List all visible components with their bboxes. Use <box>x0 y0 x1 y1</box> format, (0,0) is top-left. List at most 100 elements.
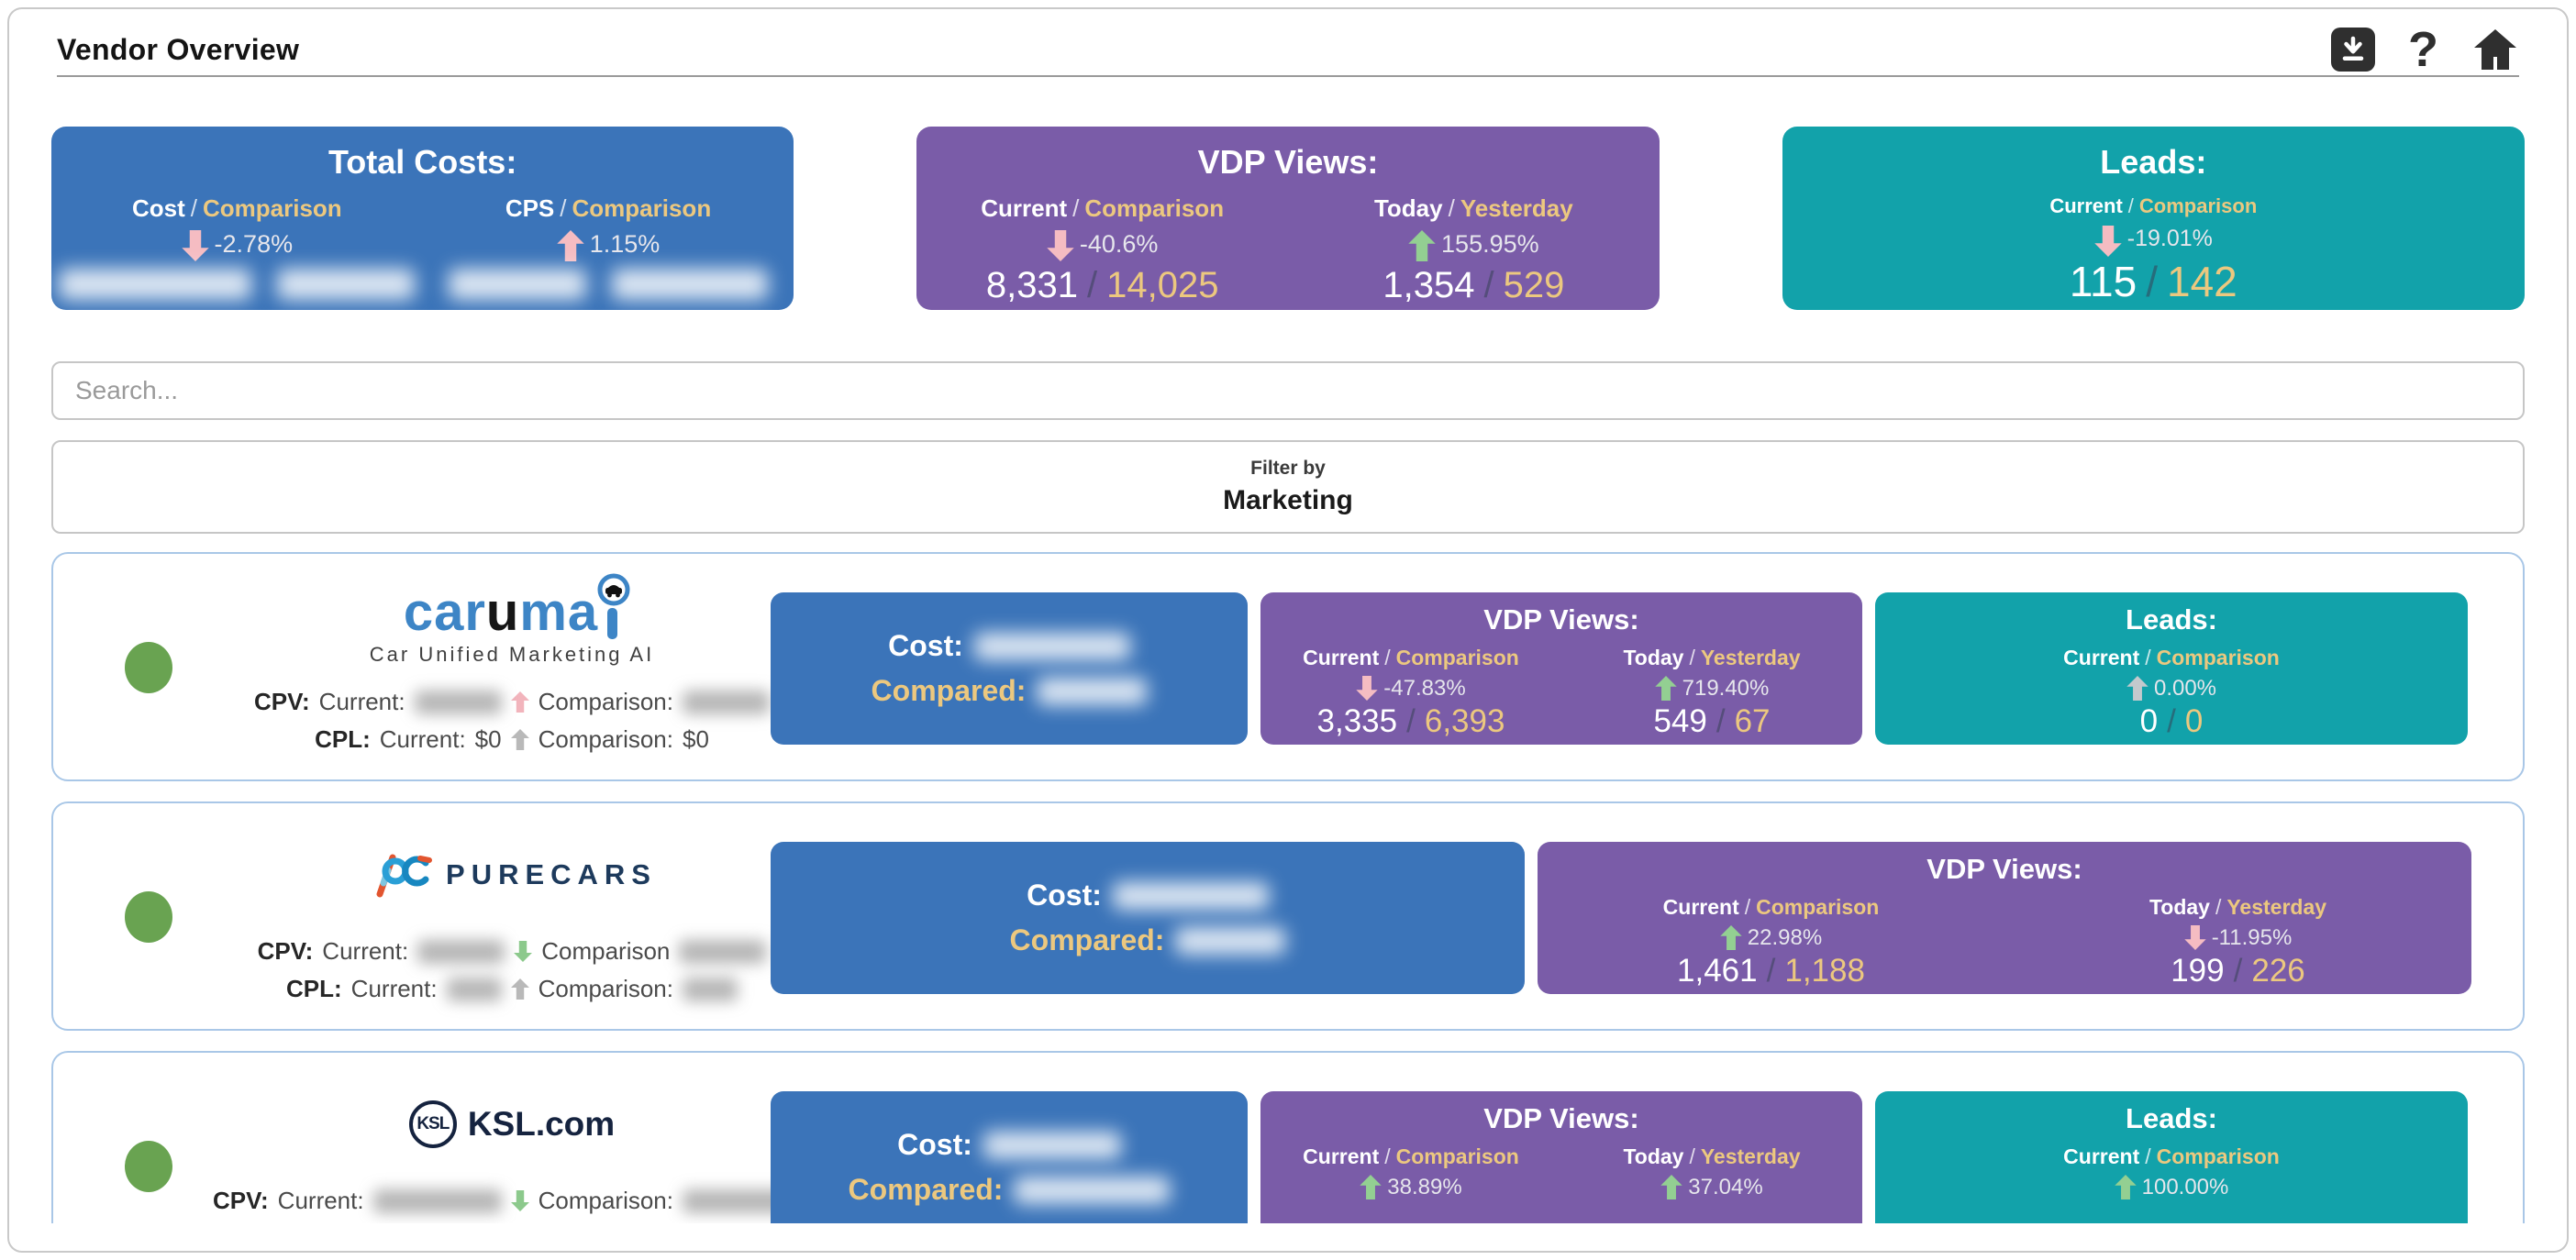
metric-col-cps: CPS/Comparison 1.15% <box>423 194 794 300</box>
summary-cards: Total Costs: Cost/Comparison -2.78% CPS/… <box>51 127 2525 310</box>
search-input[interactable] <box>51 361 2525 420</box>
trend-pct: -11.95% <box>2211 925 2293 950</box>
label-a: Today <box>1623 646 1684 669</box>
trend-pct: 1.15% <box>589 230 661 258</box>
vdp-views-card: VDP Views: Current/Comparison 38.89% Tod… <box>1260 1091 1862 1223</box>
total-costs-card: Total Costs: Cost/Comparison -2.78% CPS/… <box>51 127 794 310</box>
metric-col-current: Current/Comparison -19.01% 115/142 <box>1782 194 2525 306</box>
comparison-label: Comparison: <box>538 1187 673 1214</box>
label-a: Current <box>2063 1144 2140 1168</box>
leads-card: Leads: Current/Comparison -19.01% 115/14… <box>1782 127 2525 310</box>
label-b: Yesterday <box>1700 646 1801 669</box>
trend-pct: 155.95% <box>1441 230 1539 258</box>
value-separator: / <box>2167 703 2176 739</box>
label-b: Comparison <box>1395 1144 1519 1168</box>
value-separator: / <box>1086 265 1098 305</box>
metric-col-current: Current/Comparison -40.6% 8,331/14,025 <box>916 194 1288 306</box>
card-title: Leads: <box>2126 1102 2217 1134</box>
vendor-info: PURECARS CPV: Current: Comparison CPL: C… <box>191 822 833 1003</box>
filter-box[interactable]: Filter by Marketing <box>51 440 2525 534</box>
label-separator: / <box>1384 1144 1391 1168</box>
logo-text: ma <box>519 582 599 642</box>
status-dot <box>125 642 172 693</box>
dashboard-viewport: Vendor Overview ? Total Costs: Cost/Comp… <box>9 9 2567 1223</box>
logo-text: PURECARS <box>446 858 657 890</box>
vendor-metric-cards: Cost: Compared: VDP Views: Current/Compa… <box>771 842 2471 994</box>
label-b: Comparison <box>2156 646 2280 669</box>
label-b: Comparison <box>1084 194 1225 222</box>
trend-pct: 0.00% <box>2153 676 2217 701</box>
card-title: VDP Views: <box>1483 1102 1639 1134</box>
label-a: Today <box>1373 194 1443 222</box>
redacted-value <box>683 977 738 1001</box>
page-title: Vendor Overview <box>57 32 300 66</box>
compared-label: Compared: <box>871 674 1027 707</box>
logo-text: u <box>485 582 520 642</box>
home-icon[interactable] <box>2471 28 2519 72</box>
value-a: 549 <box>1653 703 1707 739</box>
metric-col-current: Current/Comparison 0.00% 0/0 <box>1875 646 2468 740</box>
value-b: 226 <box>2251 953 2305 989</box>
trend-arrow-icon <box>2183 925 2206 950</box>
redacted-value <box>612 269 768 300</box>
trend-arrow-icon <box>2114 1175 2137 1199</box>
trend-arrow-icon <box>1654 676 1677 701</box>
leads-card: Leads: Current/Comparison 0.00% 0/0 <box>1875 592 2468 745</box>
redacted-value <box>414 690 502 714</box>
trend-arrow-icon <box>510 1190 529 1211</box>
label-b: Comparison <box>203 194 342 222</box>
compared-label: Compared: <box>1009 923 1165 956</box>
trend-pct: 100.00% <box>2141 1175 2229 1199</box>
cost-card: Cost: Compared: <box>771 842 1525 994</box>
redacted-value <box>683 690 770 714</box>
trend-arrow-icon <box>181 230 209 261</box>
cpl-label: CPL: <box>286 975 342 1002</box>
value-separator: / <box>1406 703 1416 739</box>
label-b: Yesterday <box>1700 1144 1801 1168</box>
comparison-label: Comparison: <box>538 975 673 1002</box>
label-separator: / <box>1689 1144 1695 1168</box>
magnifier-car-icon <box>597 573 630 639</box>
redacted-value <box>446 977 502 1001</box>
vdp-views-card: VDP Views: Current/Comparison 22.98% 1,4… <box>1538 842 2471 994</box>
metric-col-today: Today/Yesterday 37.04% <box>1561 1144 1862 1202</box>
value-separator: / <box>2233 953 2243 989</box>
metric-col-today: Today/Yesterday -11.95% 199/226 <box>2004 895 2471 989</box>
trend-pct: -19.01% <box>2126 226 2213 251</box>
compared-label: Compared: <box>848 1173 1004 1206</box>
redacted-value <box>277 269 416 300</box>
label-a: Current <box>1662 895 1739 919</box>
cpv-line: CPV: Current: Comparison <box>191 937 833 966</box>
card-title: VDP Views: <box>1483 603 1639 636</box>
value-separator: / <box>2146 258 2158 305</box>
cpv-label: CPV: <box>257 937 314 965</box>
label-a: Current <box>981 194 1068 222</box>
label-separator: / <box>2145 646 2151 669</box>
label-separator: / <box>1072 194 1080 222</box>
trend-pct: 37.04% <box>1688 1175 1763 1199</box>
trend-pct: 719.40% <box>1682 676 1770 701</box>
value-b: 1,188 <box>1784 953 1865 989</box>
download-icon[interactable] <box>2331 28 2375 72</box>
metric-col-current: Current/Comparison 100.00% <box>1875 1144 2468 1202</box>
help-icon[interactable]: ? <box>2408 22 2438 77</box>
value-b: 14,025 <box>1106 265 1219 305</box>
current-label: Current: <box>318 688 405 715</box>
status-dot <box>125 891 172 943</box>
cost-label: Cost: <box>888 629 963 662</box>
trend-arrow-icon <box>1047 230 1074 261</box>
trend-arrow-icon <box>2126 676 2149 701</box>
vendor-row-ksl[interactable]: KSL KSL.com CPV: Current: Comparison: Co… <box>51 1051 2525 1223</box>
metric-col-current: Current/Comparison -47.83% 3,335/6,393 <box>1260 646 1561 740</box>
label-separator: / <box>2215 895 2222 919</box>
redacted-value <box>449 269 586 300</box>
vendor-row-purecars[interactable]: PURECARS CPV: Current: Comparison CPL: C… <box>51 801 2525 1031</box>
vdp-views-card: VDP Views: Current/Comparison -47.83% 3,… <box>1260 592 1862 745</box>
redacted-value <box>1014 1176 1171 1204</box>
card-title: Total Costs: <box>328 143 517 181</box>
card-title: Leads: <box>2100 143 2207 181</box>
redacted-value <box>1037 677 1148 705</box>
ksl-badge-icon: KSL <box>408 1100 457 1148</box>
